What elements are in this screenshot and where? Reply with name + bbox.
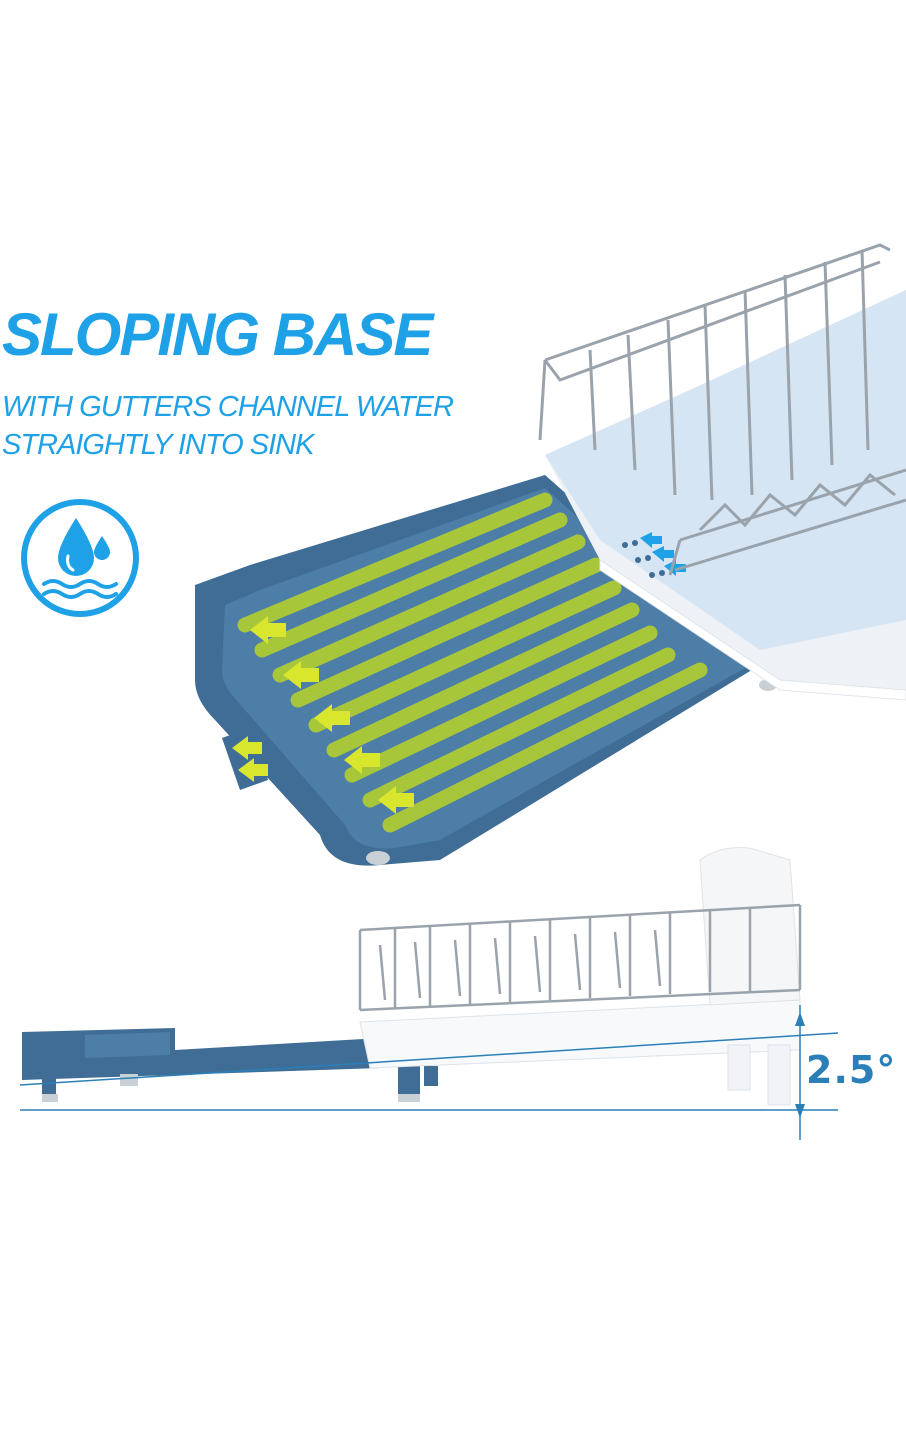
headline: SLOPING BASE — [2, 301, 433, 368]
rack-base — [545, 290, 906, 701]
water-drop-waves-icon — [21, 499, 139, 617]
subline-line-1: WITH GUTTERS CHANNEL WATER — [2, 391, 454, 423]
side-view-rack — [22, 847, 802, 1106]
dimension-arrowheads — [795, 1012, 805, 1118]
subline-line-2: STRAIGHTLY INTO SINK — [2, 429, 314, 461]
subline: WITH GUTTERS CHANNEL WATER STRAIGHTLY IN… — [2, 388, 454, 464]
slope-angle-label: 2.5° — [806, 1048, 897, 1092]
wire-dish-rack — [538, 243, 906, 576]
gutter-channels — [237, 492, 708, 833]
water-flow-arrows — [232, 616, 414, 814]
